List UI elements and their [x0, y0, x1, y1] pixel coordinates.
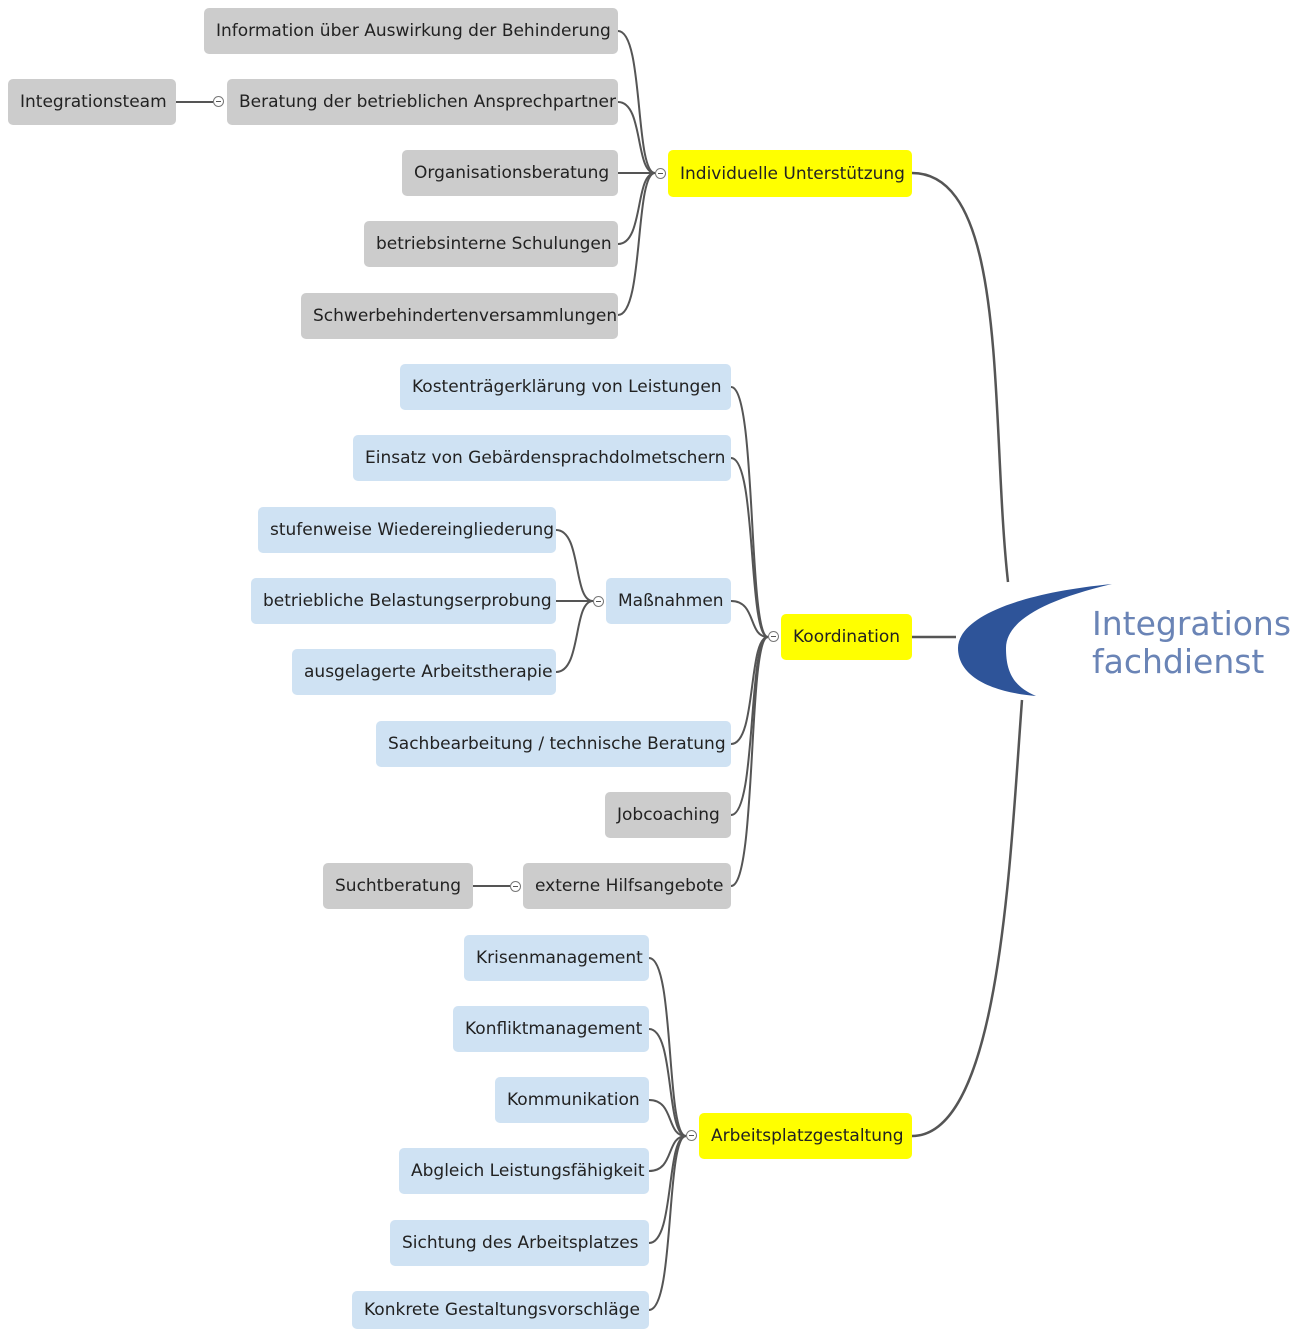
- link-koordination-child-2: [730, 600, 769, 638]
- branch-individuelle-unterstuetzung[interactable]: Individuelle Unterstützung: [668, 150, 912, 197]
- node-betriebsinterne-schulungen[interactable]: betriebsinterne Schulungen: [364, 221, 618, 267]
- node-label: Organisationsberatung: [414, 163, 610, 183]
- node-kostentraegerklaerung[interactable]: Kostenträgerklärung von Leistungen: [400, 364, 731, 410]
- link-root-individuelle: [911, 171, 1010, 583]
- node-label: Schwerbehindertenversammlungen: [313, 306, 618, 326]
- link-arbeitsplatz-child-1: [648, 1028, 687, 1137]
- link-arbeitsplatz-child-3: [648, 1135, 687, 1172]
- node-jobcoaching[interactable]: Jobcoaching: [605, 792, 731, 838]
- crescent-logo-icon: [958, 584, 1112, 696]
- branch-arbeitsplatzgestaltung[interactable]: Arbeitsplatzgestaltung: [699, 1113, 912, 1159]
- node-label: Integrationsteam: [20, 92, 167, 112]
- node-massnahmen[interactable]: Maßnahmen: [606, 578, 731, 624]
- node-label: externe Hilfsangebote: [535, 876, 724, 896]
- node-label: Suchtberatung: [335, 876, 462, 896]
- node-sichtung-arbeitsplatz[interactable]: Sichtung des Arbeitsplatzes: [390, 1220, 649, 1266]
- collapse-individuelle-toggle-icon[interactable]: [655, 168, 666, 179]
- link-massnahmen-child-1: [555, 600, 594, 673]
- node-label: Sichtung des Arbeitsplatzes: [402, 1233, 639, 1253]
- node-betriebliche-belastungserprobung[interactable]: betriebliche Belastungserprobung: [251, 578, 556, 624]
- node-label: betriebliche Belastungserprobung: [263, 591, 552, 611]
- node-abgleich-leistungsfaehigkeit[interactable]: Abgleich Leistungsfähigkeit: [399, 1148, 649, 1194]
- node-ausgelagerte-arbeitstherapie[interactable]: ausgelagerte Arbeitstherapie: [292, 649, 556, 695]
- collapse-massnahmen-toggle-icon[interactable]: [593, 596, 604, 607]
- collapse-koordination-toggle-icon[interactable]: [768, 631, 779, 642]
- root-logo[interactable]: Integrations fachdienst: [950, 580, 1300, 700]
- collapse-extern-toggle-icon[interactable]: [510, 881, 521, 892]
- node-label: Konfliktmanagement: [465, 1019, 643, 1039]
- link-koordination-child-3: [730, 636, 769, 745]
- link-massnahmen-child-0: [555, 529, 594, 602]
- link-root-arbeitsplatz: [911, 699, 1024, 1138]
- node-konfliktmanagement[interactable]: Konfliktmanagement: [453, 1006, 649, 1052]
- branch-label: Koordination: [793, 627, 901, 647]
- link-arbeitsplatz-child-5: [648, 1135, 687, 1311]
- node-label: stufenweise Wiedereingliederung: [270, 520, 555, 540]
- node-konkrete-gestaltungsvorschlaege[interactable]: Konkrete Gestaltungsvorschläge: [352, 1291, 649, 1329]
- link-individuelle-child-0: [617, 30, 656, 174]
- node-label: Kostenträgerklärung von Leistungen: [412, 377, 722, 397]
- node-label: betriebsinterne Schulungen: [376, 234, 612, 254]
- node-externe-hilfsangebote[interactable]: externe Hilfsangebote: [523, 863, 731, 909]
- link-koordination-child-5: [730, 636, 769, 887]
- node-kommunikation[interactable]: Kommunikation: [495, 1077, 649, 1123]
- node-sachbearbeitung-beratung[interactable]: Sachbearbeitung / technische Beratung: [376, 721, 731, 767]
- collapse-arbeitsplatz-toggle-icon[interactable]: [686, 1130, 697, 1141]
- node-label: Beratung der betrieblichen Ansprechpartn…: [239, 92, 616, 112]
- collapse-beratung-toggle-icon[interactable]: [213, 96, 224, 107]
- node-suchtberatung[interactable]: Suchtberatung: [323, 863, 473, 909]
- branch-label: Individuelle Unterstützung: [680, 163, 905, 184]
- node-label: Maßnahmen: [618, 591, 724, 611]
- node-schwerbehindertenversammlungen[interactable]: Schwerbehindertenversammlungen: [301, 293, 618, 339]
- link-individuelle-child-1: [617, 101, 656, 174]
- link-koordination-child-1: [730, 457, 769, 638]
- link-arbeitsplatz-child-0: [648, 957, 687, 1137]
- link-arbeitsplatz-child-2: [648, 1099, 687, 1137]
- node-label: Jobcoaching: [617, 805, 720, 825]
- link-koordination-child-0: [730, 386, 769, 638]
- link-individuelle-child-2: [617, 172, 656, 245]
- node-label: Konkrete Gestaltungsvorschläge: [364, 1300, 640, 1320]
- link-individuelle-child-3: [617, 172, 656, 316]
- node-label: Einsatz von Gebärdensprachdolmetschern: [365, 448, 726, 468]
- node-organisationsberatung[interactable]: Organisationsberatung: [402, 150, 618, 196]
- link-arbeitsplatz-child-4: [648, 1135, 687, 1244]
- node-label: Krisenmanagement: [476, 948, 643, 968]
- node-label: ausgelagerte Arbeitstherapie: [304, 662, 553, 682]
- node-beratung-ansprechpartner[interactable]: Beratung der betrieblichen Ansprechpartn…: [227, 79, 618, 125]
- node-gebaerdensprachdolmetscher[interactable]: Einsatz von Gebärdensprachdolmetschern: [353, 435, 731, 481]
- branch-koordination[interactable]: Koordination: [781, 614, 912, 660]
- node-information-auswirkung[interactable]: Information über Auswirkung der Behinder…: [204, 8, 618, 54]
- node-label: Abgleich Leistungsfähigkeit: [411, 1161, 645, 1181]
- node-label: Information über Auswirkung der Behinder…: [216, 21, 611, 41]
- node-krisenmanagement[interactable]: Krisenmanagement: [464, 935, 649, 981]
- node-label: Sachbearbeitung / technische Beratung: [388, 734, 726, 754]
- node-label: Kommunikation: [507, 1090, 640, 1110]
- branch-label: Arbeitsplatzgestaltung: [711, 1126, 904, 1146]
- logo-text-line2: fachdienst: [1092, 642, 1265, 681]
- node-integrationsteam[interactable]: Integrationsteam: [8, 79, 176, 125]
- node-stufenweise-wiedereingliederung[interactable]: stufenweise Wiedereingliederung: [258, 507, 556, 553]
- logo-text-line1: Integrations: [1092, 604, 1292, 643]
